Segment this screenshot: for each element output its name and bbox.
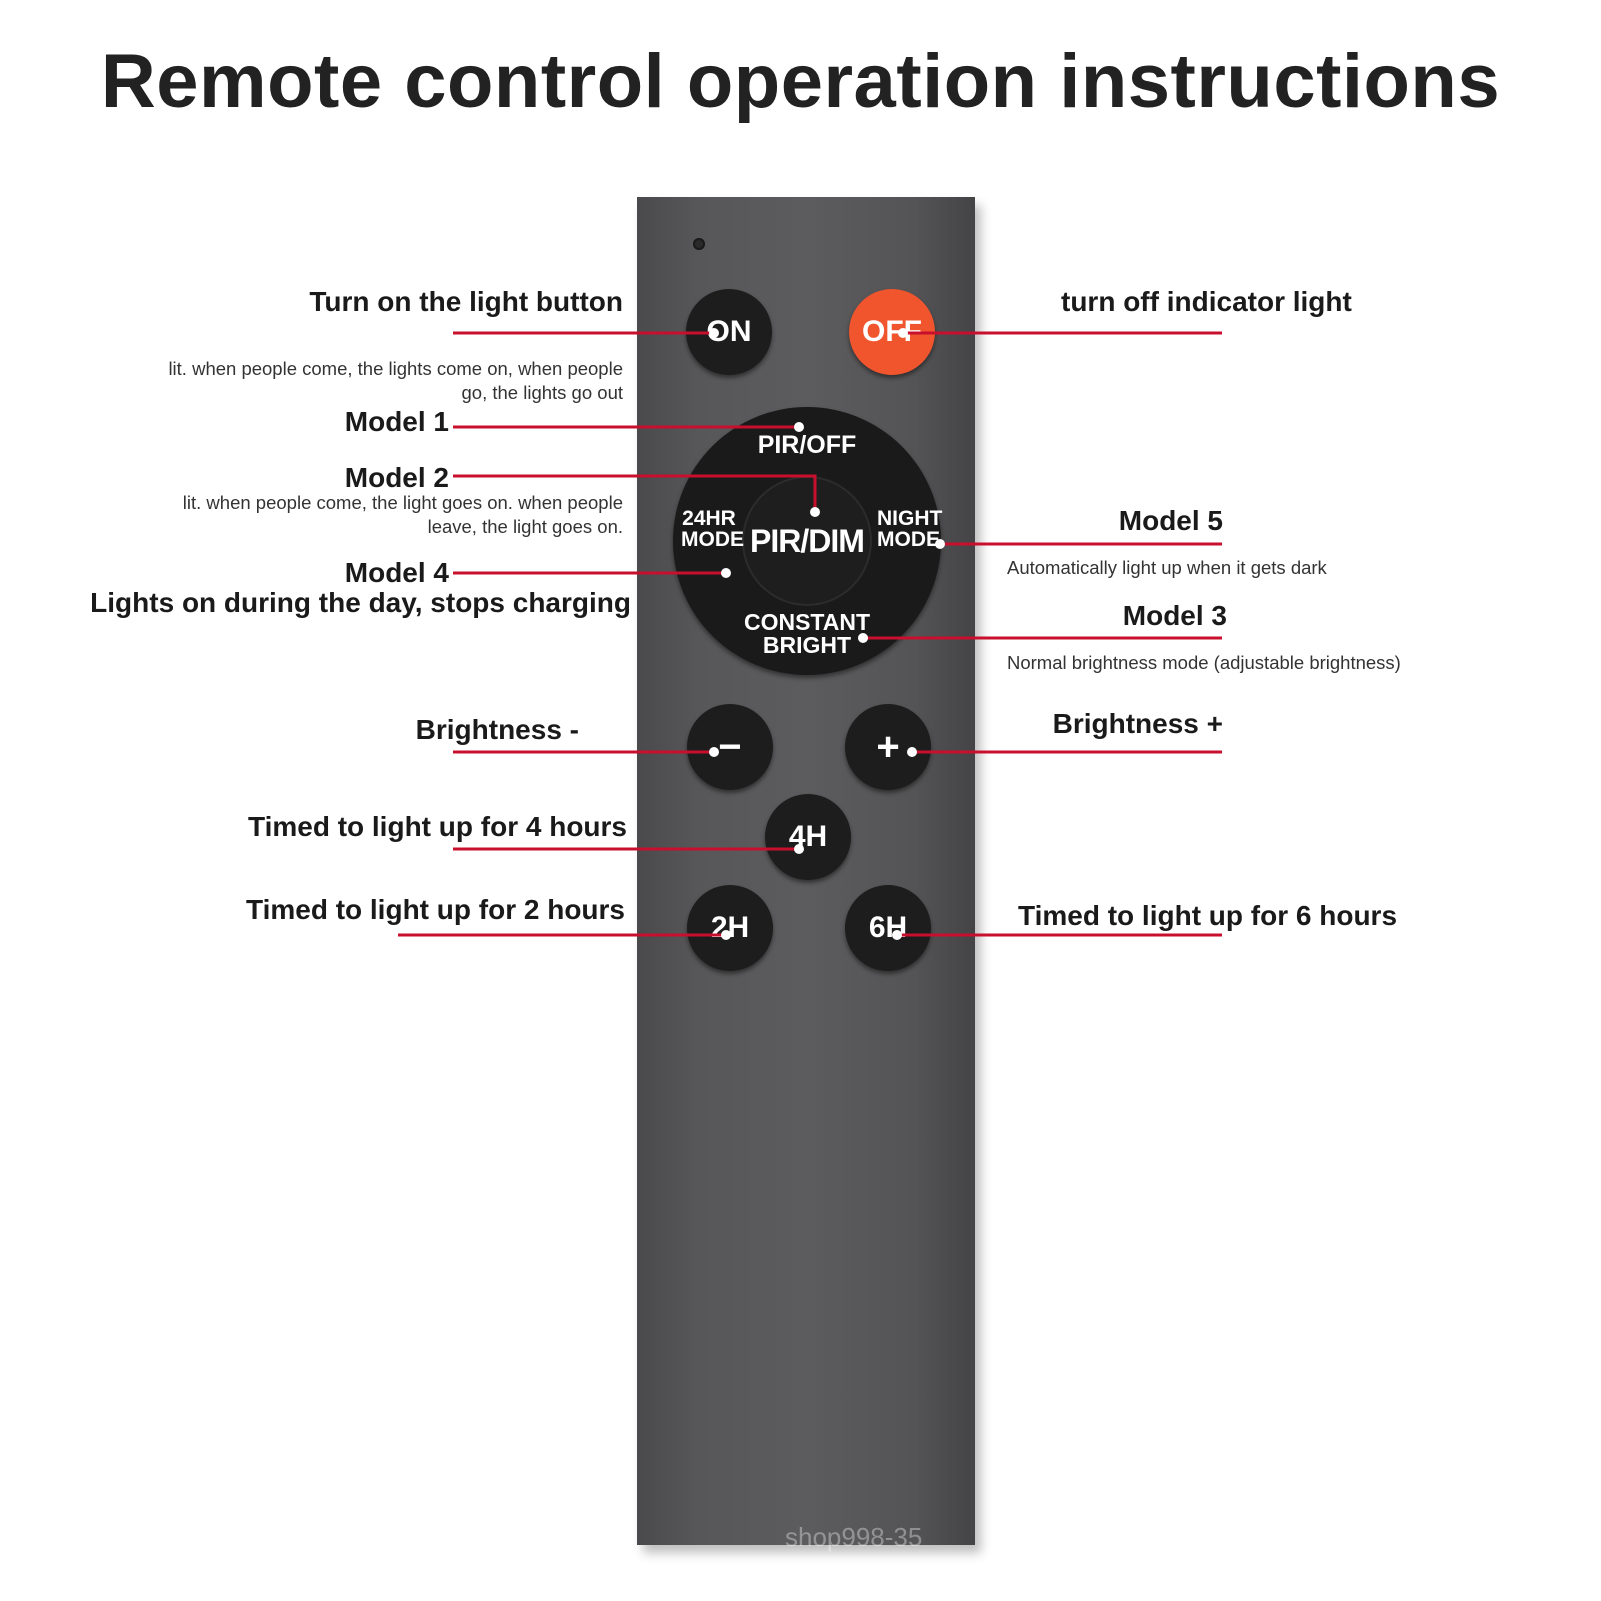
callout-dot-brightness-plus: [907, 747, 917, 757]
brightness-plus-button[interactable]: +: [845, 704, 931, 790]
callout-dot-model4: [721, 568, 731, 578]
label-model4: Model 4: [344, 557, 449, 588]
callout-dot-brightness-minus: [709, 747, 719, 757]
label-timed-2h: Timed to light up for 2 hours: [245, 894, 625, 925]
desc-model3: Normal brightness mode (adjustable brigh…: [1007, 652, 1401, 673]
callout-dot-model2: [810, 507, 820, 517]
callout-dot-on: [709, 328, 719, 338]
constant-bright-button[interactable]: CONSTANT BRIGHT: [737, 611, 877, 657]
callout-dot-model5: [935, 539, 945, 549]
pir-dim-button[interactable]: PIR/DIM: [744, 478, 870, 604]
callout-line-model2: [453, 474, 817, 512]
hr24-mode-button[interactable]: 24HR MODE: [681, 507, 744, 551]
mode-wheel: PIR/OFF PIR/DIM 24HR MODE NIGHT MODE CON…: [673, 407, 943, 675]
hr24-line2: MODE: [681, 528, 744, 551]
label-turn-on: Turn on the light button: [309, 286, 623, 317]
timer-6h-button[interactable]: 6H: [845, 885, 931, 971]
callout-dot-4h: [794, 844, 804, 854]
label-timed-6h: Timed to light up for 6 hours: [1018, 900, 1398, 931]
label-model5: Model 5: [1118, 505, 1223, 536]
remote-control: ON OFF PIR/OFF PIR/DIM 24HR MODE NIGHT M…: [637, 197, 975, 1552]
indicator-led: [693, 238, 705, 250]
label-model1: Model 1: [344, 406, 449, 437]
constant-line2: BRIGHT: [762, 632, 852, 658]
timer-4h-button[interactable]: 4H: [765, 794, 851, 880]
brightness-minus-button[interactable]: −: [687, 704, 773, 790]
night-line2: MODE: [877, 528, 940, 551]
label-model2: Model 2: [344, 462, 449, 493]
watermark: shop998-35: [785, 1522, 923, 1552]
timer-2h-button[interactable]: 2H: [687, 885, 773, 971]
callout-dot-model3: [858, 633, 868, 643]
night-mode-button[interactable]: NIGHT MODE: [877, 507, 943, 551]
label-brightness-plus: Brightness +: [1052, 708, 1223, 739]
label-timed-4h: Timed to light up for 4 hours: [247, 811, 627, 842]
pir-off-button[interactable]: PIR/OFF: [757, 431, 857, 459]
desc-model5: Automatically light up when it gets dark: [1007, 557, 1327, 578]
callout-dot-2h: [721, 930, 731, 940]
constant-line1: CONSTANT: [743, 609, 871, 635]
callout-dot-off: [898, 328, 908, 338]
callout-dot-model1: [794, 422, 804, 432]
callout-dot-6h: [892, 930, 902, 940]
label-model3: Model 3: [1122, 600, 1227, 631]
desc-model2: lit. when people come, the light goes on…: [182, 492, 623, 537]
hr24-line1: 24HR: [682, 507, 736, 530]
night-line1: NIGHT: [877, 507, 943, 530]
label-turn-off: turn off indicator light: [1061, 286, 1352, 317]
label-brightness-minus: Brightness -: [415, 714, 579, 745]
page-title: Remote control operation instructions: [100, 39, 1501, 124]
desc-model4: Lights on during the day, stops charging: [90, 587, 631, 618]
desc-model1: lit. when people come, the lights come o…: [168, 358, 623, 403]
